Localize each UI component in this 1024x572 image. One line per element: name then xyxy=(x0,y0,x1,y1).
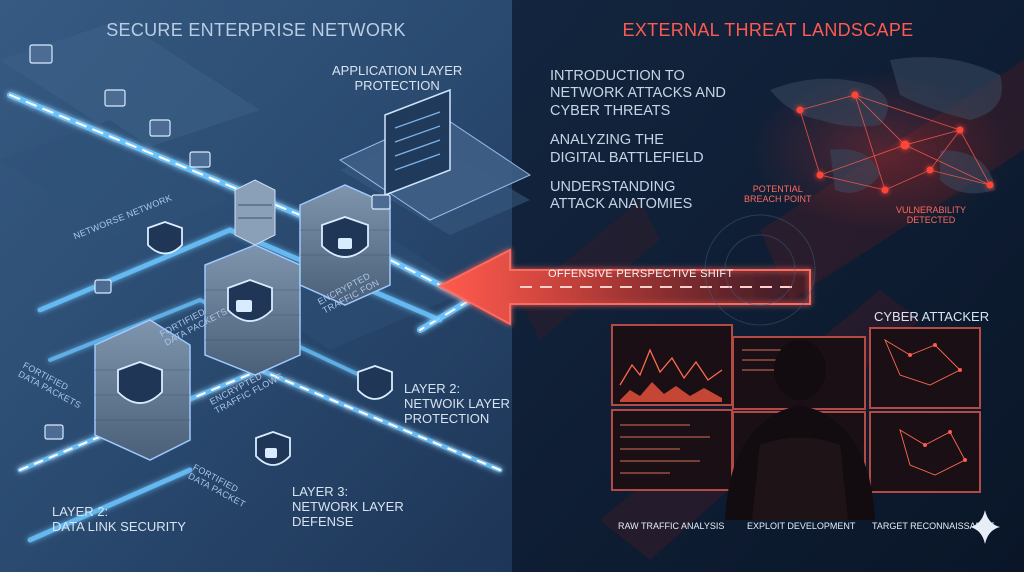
topic-list: INTRODUCTION TO NETWORK ATTACKS AND CYBE… xyxy=(550,68,726,226)
right-panel-title: EXTERNAL THREAT LANDSCAPE xyxy=(622,20,914,40)
monitor-caption: TARGET RECONNAISSANCE xyxy=(872,521,995,531)
topic-item: ANALYZING THE DIGITAL BATTLEFIELD xyxy=(550,132,704,166)
breach-point-label: POTENTIAL BREACH POINT xyxy=(744,184,812,205)
threat-map xyxy=(750,57,1010,230)
topic-item: UNDERSTANDING ATTACK ANATOMIES xyxy=(550,178,693,213)
offensive-perspective-arrow xyxy=(437,248,811,326)
layer3-label: LAYER 3: NETWORK LAYER DEFENSE xyxy=(292,484,404,529)
layer2-network-label: LAYER 2: NETWOIK LAYER PROTECTION xyxy=(404,381,510,426)
left-panel-title: SECURE ENTERPRISE NETWORK xyxy=(106,20,406,40)
attacker-label: CYBER ATTACKER xyxy=(874,309,990,324)
app-layer-screen xyxy=(338,88,532,221)
topic-item: INTRODUCTION TO NETWORK ATTACKS AND CYBE… xyxy=(550,68,726,119)
vulnerability-label: VULNERABILITY DETECTED xyxy=(896,205,967,226)
attacker-silhouette xyxy=(725,340,875,520)
monitor-caption: EXPLOIT DEVELOPMENT xyxy=(747,521,856,531)
sparkle-icon xyxy=(970,510,1000,544)
server-icon xyxy=(234,179,276,246)
envelope-icon xyxy=(29,44,391,440)
app-layer-label: APPLICATION LAYER PROTECTION xyxy=(332,63,463,93)
shield-lock-icon xyxy=(117,216,393,466)
layer2-datalink-label: LAYER 2: DATA LINK SECURITY xyxy=(52,504,186,534)
monitor-caption: RAW TRAFFIC ANALYSIS xyxy=(618,521,725,531)
arrow-label: OFFENSIVE PERSPECTIVE SHIFT xyxy=(548,268,734,280)
